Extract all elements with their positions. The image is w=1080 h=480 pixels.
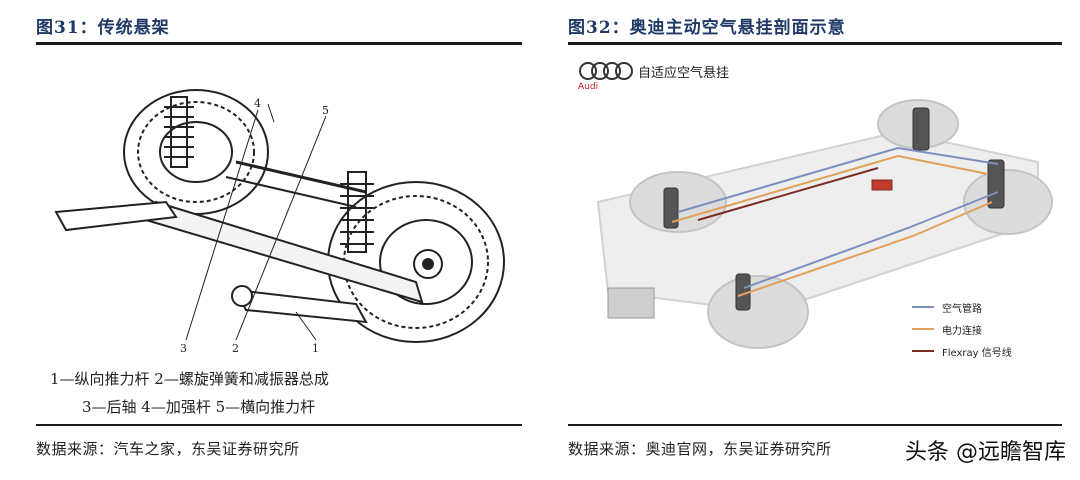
air-line: [677, 146, 999, 289]
figure-32-title: 图32：奥迪主动空气悬挂剖面示意: [568, 18, 846, 38]
title-rule: [36, 42, 522, 45]
legend-caption-line-2: 3—后轴 4—加强杆 5—横向推力杆: [82, 398, 316, 416]
brand-heading: 自适应空气悬挂: [638, 66, 730, 81]
flexray-line: [697, 167, 879, 221]
wheels: [629, 99, 1053, 349]
audi-wordmark: Audi: [578, 82, 599, 92]
legend-item-power: 电力连接: [912, 318, 1012, 340]
legend-label: 电力连接: [942, 325, 982, 337]
audi-rings-logo: [579, 62, 633, 80]
callout-4: 4: [254, 97, 261, 110]
callout-3: 3: [180, 342, 187, 355]
legend-item-flexray: Flexray 信号线: [912, 340, 1012, 362]
legend-item-air: 空气管路: [912, 296, 1012, 318]
figure-31-title: 图31：传统悬架: [36, 18, 170, 38]
traditional-suspension-drawing: 4 5 3 2 1: [54, 89, 505, 355]
audi-air-suspension-illustration: [579, 62, 1053, 349]
legend-label: 空气管路: [942, 303, 982, 315]
callout-5: 5: [322, 104, 329, 117]
figure-32-panel: 图32：奥迪主动空气悬挂剖面示意: [568, 0, 1062, 480]
bottom-rule: [36, 424, 522, 426]
legend-label: Flexray 信号线: [942, 347, 1012, 359]
air-struts: [663, 107, 1005, 311]
power-line: [671, 154, 993, 297]
left-wheel: [123, 89, 269, 215]
title-rule: [568, 42, 1062, 45]
watermark: 头条 @远瞻智库: [905, 440, 1066, 465]
callout-1: 1: [312, 342, 319, 355]
right-wheel: [327, 181, 505, 343]
legend-swatch-flexray: [912, 350, 934, 352]
legend-caption-line-1: 1—纵向推力杆 2—螺旋弹簧和减振器总成: [50, 370, 329, 388]
figure-31-panel: 图31：传统悬架: [36, 0, 522, 480]
callout-2: 2: [232, 342, 239, 355]
legend-swatch-power: [912, 328, 934, 330]
figure-32-source: 数据来源：奥迪官网，东吴证券研究所: [568, 440, 832, 458]
figure-31-source: 数据来源：汽车之家，东吴证券研究所: [36, 440, 300, 458]
bottom-rule: [568, 424, 1062, 426]
legend-swatch-air: [912, 306, 934, 308]
legend: 空气管路 电力连接 Flexray 信号线: [912, 296, 1012, 362]
